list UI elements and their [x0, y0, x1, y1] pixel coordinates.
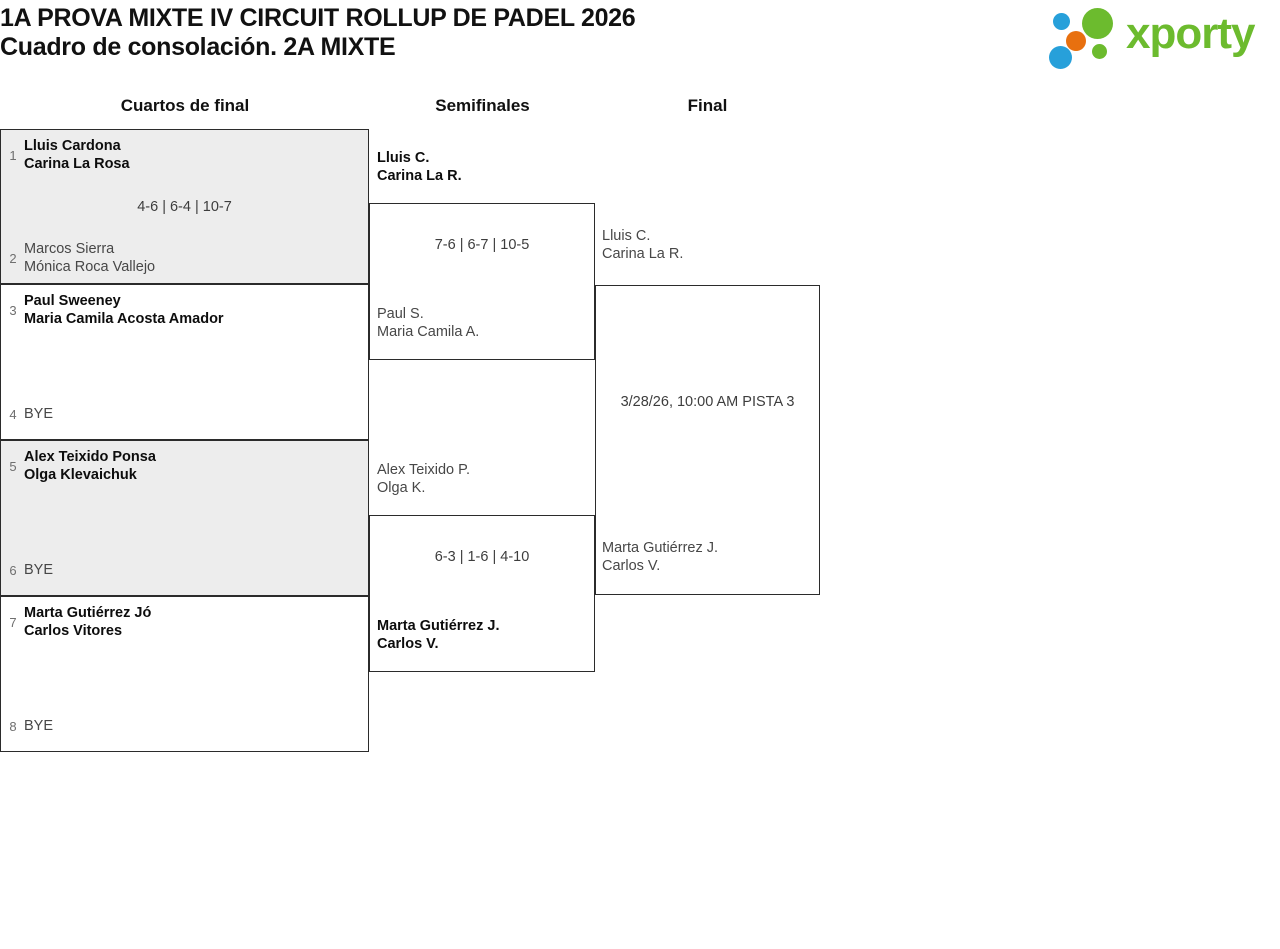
team-row[interactable]: 4 BYE	[2, 395, 362, 433]
round-header-semifinals: Semifinales	[435, 96, 530, 115]
round-header-quarterfinals: Cuartos de final	[120, 96, 250, 115]
logo-dot-green-small	[1092, 44, 1107, 59]
match-box-sf-1[interactable]: 7-6 | 6-7 | 10-5	[369, 203, 595, 360]
seed-number: 2	[9, 250, 17, 266]
team-players: Lluis Cardona Carina La Rosa	[24, 137, 130, 173]
page-header: 1A PROVA MIXTE IV CIRCUIT ROLLUP DE PADE…	[0, 0, 1280, 75]
match-box-qf-3[interactable]: 5 Alex Teixido Ponsa Olga Klevaichuk 6 B…	[0, 440, 369, 596]
team-players: BYE	[24, 561, 53, 579]
team-row[interactable]: Marta Gutiérrez J. Carlos V.	[377, 616, 592, 654]
match-score: 4-6 | 6-4 | 10-7	[137, 199, 232, 215]
seed-number: 7	[9, 614, 17, 630]
player-1: BYE	[24, 406, 54, 422]
team-row[interactable]: 2 Marcos Sierra Mónica Roca Vallejo	[2, 239, 362, 277]
player-1: Marta Gutiérrez Jó	[24, 605, 152, 621]
player-1: Marta Gutiérrez J.	[602, 540, 719, 556]
logo-dot-orange	[1066, 31, 1086, 51]
team-players: Marta Gutiérrez Jó Carlos Vitores	[24, 604, 151, 640]
player-1: Marcos Sierra	[24, 241, 115, 257]
player-1: Lluis C.	[377, 150, 430, 166]
team-players: BYE	[24, 405, 53, 423]
team-row[interactable]: Paul S. Maria Camila A.	[377, 304, 592, 342]
seed-number: 5	[9, 458, 17, 474]
player-2: Carlos Vitores	[24, 623, 123, 639]
team-players: Lluis C. Carina La R.	[377, 149, 462, 185]
seed-number: 6	[9, 562, 17, 578]
match-box-qf-2[interactable]: 3 Paul Sweeney Maria Camila Acosta Amado…	[0, 284, 369, 440]
team-row[interactable]: 3 Paul Sweeney Maria Camila Acosta Amado…	[2, 291, 362, 329]
team-players: Marcos Sierra Mónica Roca Vallejo	[24, 240, 155, 276]
team-players: Lluis C. Carina La R.	[602, 227, 683, 263]
seed-number: 4	[9, 406, 17, 422]
team-players: Marta Gutiérrez J. Carlos V.	[602, 539, 718, 575]
logo-dot-blue-bottom	[1049, 46, 1072, 69]
match-box-final[interactable]: 3/28/26, 10:00 AM PISTA 3	[595, 285, 820, 595]
player-2: Mónica Roca Vallejo	[24, 259, 156, 275]
player-2: Carina La Rosa	[24, 156, 130, 172]
player-1: BYE	[24, 562, 54, 578]
team-players: Alex Teixido Ponsa Olga Klevaichuk	[24, 448, 156, 484]
match-box-qf-4[interactable]: 7 Marta Gutiérrez Jó Carlos Vitores 8 BY…	[0, 596, 369, 752]
seed-number: 3	[9, 302, 17, 318]
bracket-subtitle: Cuadro de consolación. 2A MIXTE	[0, 33, 396, 61]
seed-number: 1	[9, 147, 17, 163]
player-2: Carlos V.	[377, 636, 439, 652]
team-row[interactable]: 8 BYE	[2, 707, 362, 745]
match-box-sf-2[interactable]: 6-3 | 1-6 | 4-10	[369, 515, 595, 672]
player-2: Maria Camila A.	[377, 324, 480, 340]
team-row[interactable]: 1 Lluis Cardona Carina La Rosa	[2, 136, 362, 174]
seed-number: 8	[9, 718, 17, 734]
team-players: Paul S. Maria Camila A.	[377, 305, 479, 341]
logo-dot-green-large	[1082, 8, 1113, 39]
xporty-logo[interactable]: xporty	[1048, 6, 1276, 69]
logo-wordmark: xporty	[1126, 9, 1255, 58]
player-2: Carlos V.	[602, 558, 661, 574]
match-score: 7-6 | 6-7 | 10-5	[434, 237, 530, 253]
logo-dot-blue-top	[1053, 13, 1070, 30]
player-1: Paul Sweeney	[24, 293, 121, 309]
player-2: Olga K.	[377, 480, 426, 496]
player-1: Marta Gutiérrez J.	[377, 618, 500, 634]
title-block: 1A PROVA MIXTE IV CIRCUIT ROLLUP DE PADE…	[0, 4, 900, 62]
player-2: Carina La R.	[377, 168, 462, 184]
player-2: Carina La R.	[602, 246, 684, 262]
player-1: BYE	[24, 718, 54, 734]
team-players: Paul Sweeney Maria Camila Acosta Amador	[24, 292, 224, 328]
player-1: Alex Teixido P.	[377, 462, 470, 478]
team-row[interactable]: 7 Marta Gutiérrez Jó Carlos Vitores	[2, 603, 362, 641]
match-box-qf-1[interactable]: 1 Lluis Cardona Carina La Rosa 4-6 | 6-4…	[0, 129, 369, 284]
player-1: Lluis C.	[602, 228, 651, 244]
team-row[interactable]: Marta Gutiérrez J. Carlos V.	[602, 538, 817, 576]
player-1: Lluis Cardona	[24, 138, 121, 154]
team-row[interactable]: 6 BYE	[2, 551, 362, 589]
team-row[interactable]: 5 Alex Teixido Ponsa Olga Klevaichuk	[2, 447, 362, 485]
tournament-title: 1A PROVA MIXTE IV CIRCUIT ROLLUP DE PADE…	[0, 4, 636, 32]
player-1: Paul S.	[377, 306, 424, 322]
player-2: Olga Klevaichuk	[24, 467, 137, 483]
match-score: 6-3 | 1-6 | 4-10	[434, 549, 530, 565]
player-2: Maria Camila Acosta Amador	[24, 311, 224, 327]
player-1: Alex Teixido Ponsa	[24, 449, 156, 465]
team-row[interactable]: Lluis C. Carina La R.	[377, 148, 592, 186]
team-players: Alex Teixido P. Olga K.	[377, 461, 470, 497]
team-players: BYE	[24, 717, 53, 735]
team-players: Marta Gutiérrez J. Carlos V.	[377, 617, 500, 653]
match-schedule-info: 3/28/26, 10:00 AM PISTA 3	[620, 394, 795, 410]
team-row[interactable]: Lluis C. Carina La R.	[602, 226, 817, 264]
team-row[interactable]: Alex Teixido P. Olga K.	[377, 460, 592, 498]
round-header-final: Final	[687, 96, 728, 115]
